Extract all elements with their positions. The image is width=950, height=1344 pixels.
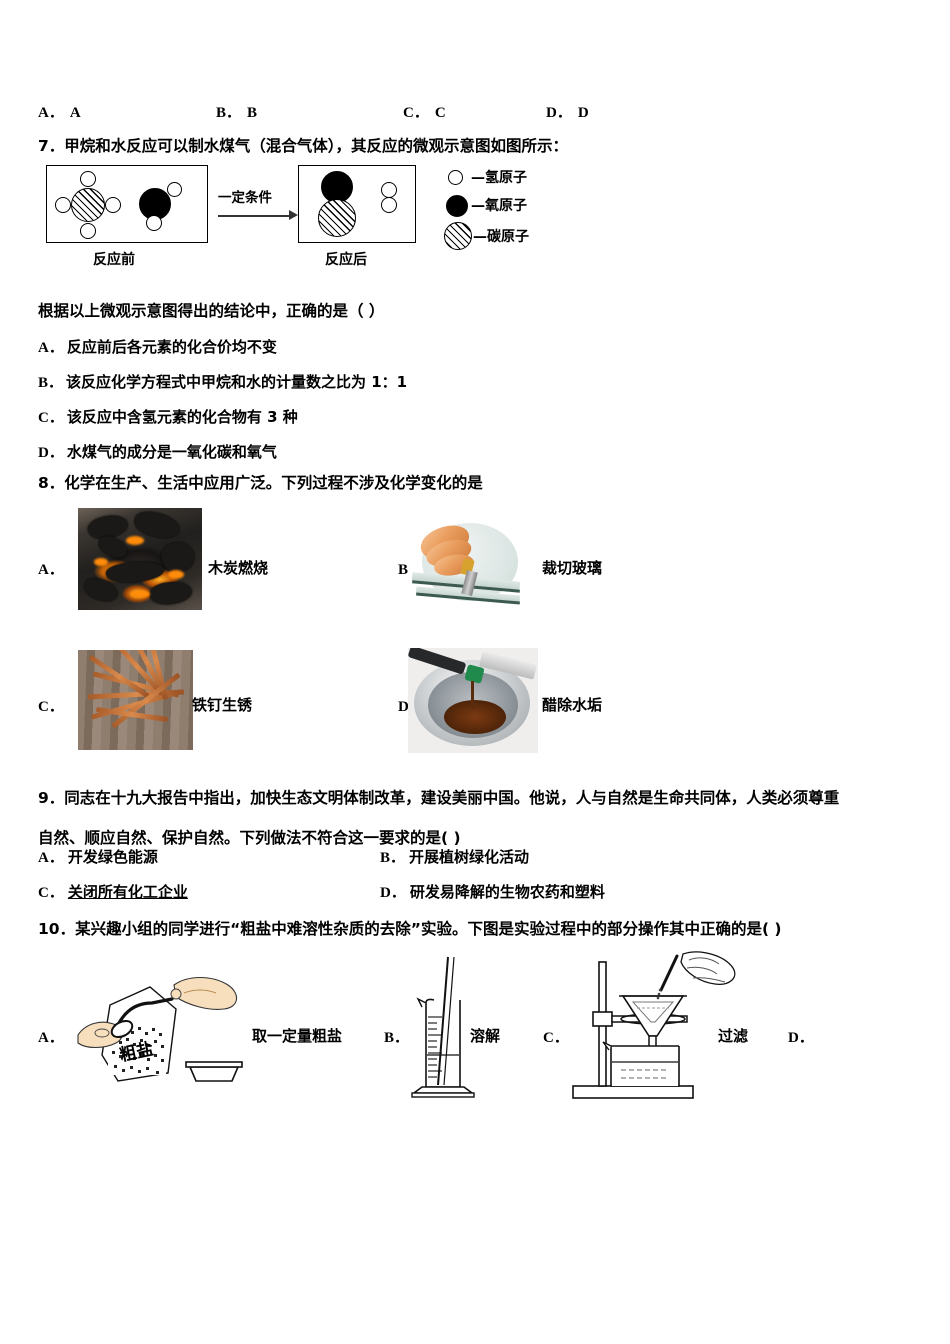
- question-8-stem: 8．化学在生产、生活中应用广泛。下列过程不涉及化学变化的是: [38, 474, 483, 492]
- q8-option-a-letter: A．: [38, 562, 64, 578]
- q9-option-c-text: 关闭所有化工企业: [67, 883, 188, 901]
- q7-option-d: D．水煤气的成分是一氧化碳和氧气: [38, 441, 277, 462]
- carbon-atom: [318, 199, 356, 237]
- q7-option-d-letter: D．: [38, 445, 64, 461]
- legend-carbon-label: —碳原子: [473, 229, 529, 245]
- choice-b-text: B: [247, 105, 258, 121]
- question-10-stem: 10．某兴趣小组的同学进行“粗盐中难溶性杂质的去除”实验。下图是实验过程中的部分…: [38, 920, 782, 938]
- hydrogen-atom: [146, 215, 162, 231]
- legend-hydrogen-label: —氢原子: [471, 170, 527, 186]
- q7-option-a: A．反应前后各元素的化合价均不变: [38, 336, 277, 357]
- glass-cutting-photo: [408, 515, 528, 610]
- q10-option-b-label: 溶解: [470, 1027, 501, 1045]
- q10-option-c-label: 过滤: [718, 1027, 749, 1045]
- q9-option-b-letter: B．: [380, 850, 406, 866]
- q10-option-d-letter: D．: [788, 1030, 814, 1046]
- q9-option-a: A．开发绿色能源: [38, 846, 158, 867]
- choice-a-letter: A．: [38, 105, 64, 121]
- filtration-svg: [572, 951, 736, 1099]
- choice-c-letter: C．: [403, 105, 429, 121]
- hydrogen-atom: [80, 223, 96, 239]
- choice-d-text: D: [577, 105, 589, 121]
- legend-carbon: —碳原子: [444, 221, 628, 251]
- q9-option-d: D．研发易降解的生物农药和塑料: [380, 881, 605, 902]
- carbon-legend-circle: [444, 222, 472, 250]
- choice-a-text: A: [69, 105, 81, 121]
- q9-option-b: B．开展植树绿化活动: [380, 846, 529, 867]
- choice-c-text: C: [434, 105, 446, 121]
- hydrogen-legend-circle: [448, 170, 463, 185]
- before-reaction-box: [46, 165, 208, 243]
- question-7-stem: 7．甲烷和水反应可以制水煤气（混合气体），其反应的微观示意图如图所示：: [38, 137, 569, 155]
- q7-option-d-text: 水煤气的成分是一氧化碳和氧气: [66, 443, 277, 461]
- q7-option-a-letter: A．: [38, 340, 64, 356]
- vinegar-descaling-photo: [408, 648, 538, 753]
- oxygen-atom: [139, 188, 171, 220]
- oxygen-legend-circle: [446, 195, 468, 217]
- hydrogen-atom: [105, 197, 121, 213]
- q9-option-c: C．关闭所有化工企业: [38, 881, 188, 902]
- q10-option-b-letter: B．: [384, 1030, 410, 1046]
- choice-d: D． D: [546, 101, 589, 122]
- hydrogen-atom: [80, 171, 96, 187]
- coarse-salt-svg: 粗盐: [77, 976, 243, 1082]
- q10-option-a-letter: A．: [38, 1030, 64, 1046]
- q7-option-b: B．该反应化学方程式中甲烷和水的计量数之比为 1：1: [38, 371, 407, 392]
- choice-b-letter: B．: [216, 105, 242, 121]
- oxygen-atom: [321, 171, 353, 203]
- q10-option-a-label: 取一定量粗盐: [252, 1027, 343, 1045]
- hydrogen-atom: [381, 197, 397, 213]
- question-9-line1: 9．同志在十九大报告中指出，加快生态文明体制改革，建设美丽中国。他说，人与自然是…: [38, 789, 840, 807]
- choice-a: A． A: [38, 101, 81, 122]
- question-9: 9．同志在十九大报告中指出，加快生态文明体制改革，建设美丽中国。他说，人与自然是…: [38, 778, 918, 858]
- cylinder-svg: [411, 956, 475, 1098]
- burning-charcoal-photo: [78, 508, 202, 610]
- reaction-condition-label: 一定条件: [218, 190, 272, 206]
- after-reaction-box: [298, 165, 416, 243]
- q8-option-a-label: 木炭燃烧: [208, 559, 269, 577]
- q7-option-b-text: 该反应化学方程式中甲烷和水的计量数之比为 1：1: [66, 373, 408, 391]
- q8-option-d-label: 醋除水垢: [542, 696, 603, 714]
- q7-option-c-text: 该反应中含氢元素的化合物有 3 种: [66, 408, 298, 426]
- caption-after-reaction: 反应后: [325, 252, 367, 268]
- q7-option-c-letter: C．: [38, 410, 64, 426]
- caption-before-reaction: 反应前: [93, 252, 135, 268]
- q8-option-c-label: 铁钉生锈: [192, 696, 253, 714]
- question-7-prompt: 根据以上微观示意图得出的结论中，正确的是（ ）: [38, 302, 385, 320]
- q9-option-d-letter: D．: [380, 885, 406, 901]
- reaction-arrow-line: [218, 215, 291, 217]
- graduated-cylinder-stirring-diagram: [404, 955, 484, 1105]
- legend-oxygen-label: —氧原子: [471, 198, 527, 214]
- q9-option-d-text: 研发易降解的生物农药和塑料: [409, 883, 605, 901]
- rusty-nails-photo: [78, 650, 193, 750]
- carbon-atom: [71, 188, 105, 222]
- hydrogen-atom: [167, 182, 182, 197]
- question-9-line2: 自然、顺应自然、保护自然。下列做法不符合这一要求的是( ): [38, 829, 461, 847]
- legend-hydrogen: —氢原子: [448, 167, 628, 191]
- q9-option-a-letter: A．: [38, 850, 64, 866]
- choice-d-letter: D．: [546, 105, 572, 121]
- legend-oxygen: —氧原子: [446, 193, 628, 219]
- q9-option-a-text: 开发绿色能源: [67, 848, 158, 866]
- hydrogen-atom: [55, 197, 71, 213]
- q8-option-c-letter: C．: [38, 699, 64, 715]
- q10-option-c-letter: C．: [543, 1030, 569, 1046]
- q7-option-c: C．该反应中含氢元素的化合物有 3 种: [38, 406, 298, 427]
- q7-option-b-letter: B．: [38, 375, 64, 391]
- q9-option-c-letter: C．: [38, 885, 64, 901]
- reaction-arrow-head: [289, 210, 298, 220]
- weighing-coarse-salt-diagram: 粗盐: [72, 963, 262, 1095]
- q7-option-a-text: 反应前后各元素的化合价均不变: [66, 338, 277, 356]
- q8-option-b-label: 裁切玻璃: [542, 559, 603, 577]
- question-7-microscopic-diagram: 一定条件 —氢原子 —氧原子 —碳原子 反应前 反应后: [40, 163, 630, 273]
- choice-b: B． B: [216, 101, 257, 122]
- hydrogen-atom: [381, 182, 397, 198]
- choice-c: C． C: [403, 101, 446, 122]
- q9-option-b-text: 开展植树绿化活动: [409, 848, 530, 866]
- filtration-funnel-diagram: [565, 950, 740, 1110]
